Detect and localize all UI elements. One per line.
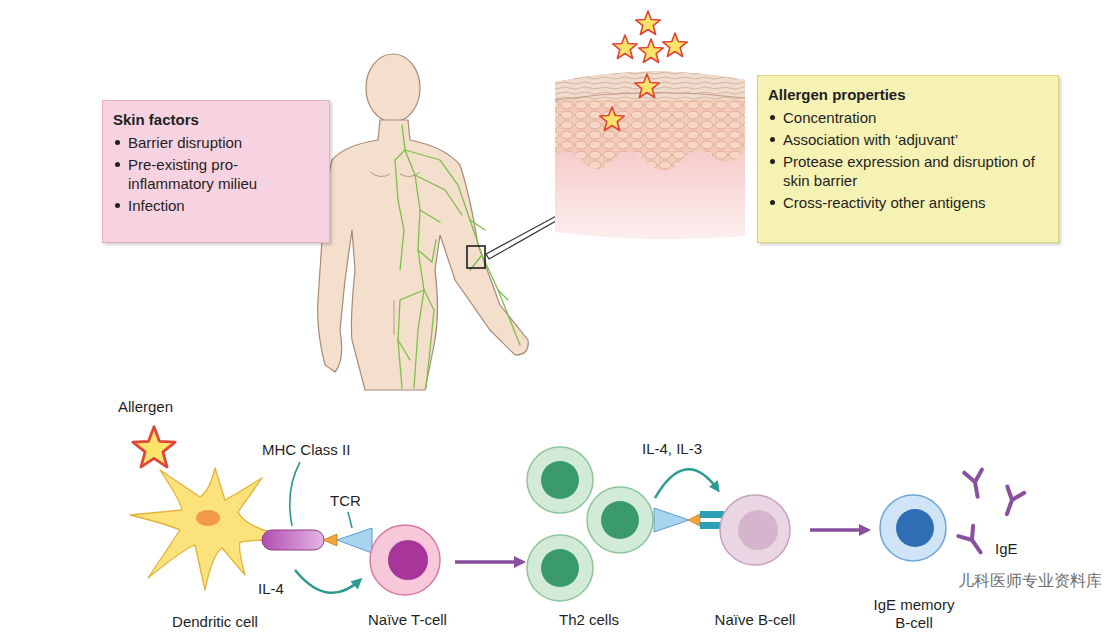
allergen-stars	[635, 74, 660, 98]
cytokine-arrow	[295, 570, 360, 593]
th2-cells	[541, 549, 579, 587]
t-cell-node: Naïve T-cell	[360, 520, 455, 635]
cell-label: IgE memory B-cell	[868, 596, 960, 632]
bullet-item: Pre-existing pro-inflammatory milieu	[113, 155, 319, 193]
peptide	[323, 534, 337, 546]
th2-cells	[527, 447, 653, 601]
naive-t-cell	[370, 525, 440, 595]
allergen-stars	[636, 11, 661, 35]
lymph-vessels	[398, 290, 434, 388]
dendritic-cell	[130, 468, 270, 590]
allergen-stars	[133, 427, 175, 467]
ige-antibodies	[964, 470, 986, 499]
property-box: Allergen propertiesConcentrationAssociat…	[757, 75, 1059, 243]
bullet-item: Association with ‘adjuvant’	[768, 130, 1048, 149]
leader-line	[348, 512, 352, 528]
cytokine-arrow	[655, 469, 718, 498]
skin-site-marker	[467, 246, 485, 268]
skin-section	[555, 60, 745, 100]
memory-b-cell	[896, 509, 934, 547]
naive-t-cell	[388, 540, 428, 580]
lymph-vessels	[395, 125, 520, 388]
ige-antibodies	[958, 470, 1024, 558]
ige-antibodies	[998, 487, 1024, 518]
memory-b-cell	[880, 495, 946, 561]
human-figure	[370, 172, 420, 335]
box-heading: Allergen properties	[768, 85, 1048, 105]
th2-cells	[527, 535, 593, 601]
cell-label: Naïve B-cell	[700, 611, 810, 629]
lymph-vessels	[398, 175, 462, 388]
leader-line	[290, 462, 300, 526]
lymph-vessels	[395, 150, 508, 300]
ige-antibodies	[958, 526, 988, 558]
cell-label: Dendritic cell	[135, 613, 295, 631]
mhc-class-ii	[700, 511, 724, 518]
bullet-item: Protease expression and disruption of sk…	[768, 152, 1048, 190]
edge-label: IL-4, IL-3	[640, 440, 704, 458]
th2-cells	[527, 447, 593, 513]
cell-label: Th2 cells	[523, 611, 655, 629]
th2-cells	[541, 461, 579, 499]
dendritic-cell	[196, 510, 220, 526]
ige-antibodies	[958, 526, 988, 558]
skin-section	[555, 60, 745, 250]
tcr	[654, 508, 689, 532]
mhc-class-ii	[262, 530, 324, 550]
dendritic-cell	[130, 468, 270, 590]
th2-cells	[601, 501, 639, 539]
naive-b-cell	[720, 495, 790, 565]
antibody-label: IgE	[995, 540, 1018, 558]
th2-cells	[587, 487, 653, 553]
b-cell-node: Naïve B-cell	[700, 490, 810, 635]
bullet-item: Cross-reactivity other antigens	[768, 193, 1048, 212]
peptide	[688, 514, 700, 526]
naive-b-cell	[720, 495, 790, 565]
naive-t-cell	[370, 525, 440, 595]
human-figure	[318, 54, 529, 390]
process-arrow	[810, 528, 868, 532]
dendritic-cell-node: Dendritic cell	[135, 465, 295, 637]
skin-section	[555, 60, 745, 171]
skin-section	[555, 60, 745, 250]
edge-label: IL-4	[256, 580, 286, 598]
tcr	[337, 528, 372, 553]
ige-antibodies	[964, 470, 986, 499]
ige-antibodies	[998, 487, 1024, 518]
allergen-stars	[600, 107, 625, 131]
allergen-label: Allergen	[118, 398, 173, 416]
bullet-item: Barrier disruption	[113, 133, 319, 152]
factor-box: Skin factorsBarrier disruptionPre-existi…	[102, 100, 330, 243]
memory-b-cell-node: IgE memory B-cell	[868, 490, 960, 638]
watermark: 儿科医师专业资料库	[958, 572, 1102, 590]
lymph-vessels	[402, 125, 424, 388]
th2-cell-node: Th2 cells	[523, 440, 655, 635]
bullet-item: Concentration	[768, 108, 1048, 127]
process-arrow	[455, 560, 523, 564]
allergen-stars	[639, 39, 664, 63]
allergen-stars	[663, 33, 688, 57]
naive-b-cell	[738, 510, 778, 550]
human-figure	[366, 54, 420, 122]
cell-label: Naïve T-cell	[360, 611, 455, 629]
bullet-item: Infection	[113, 196, 319, 215]
memory-b-cell	[880, 495, 946, 561]
allergen-stars	[613, 35, 638, 59]
box-heading: Skin factors	[113, 110, 319, 130]
part-label: TCR	[330, 492, 361, 510]
part-label: MHC Class II	[262, 441, 350, 459]
